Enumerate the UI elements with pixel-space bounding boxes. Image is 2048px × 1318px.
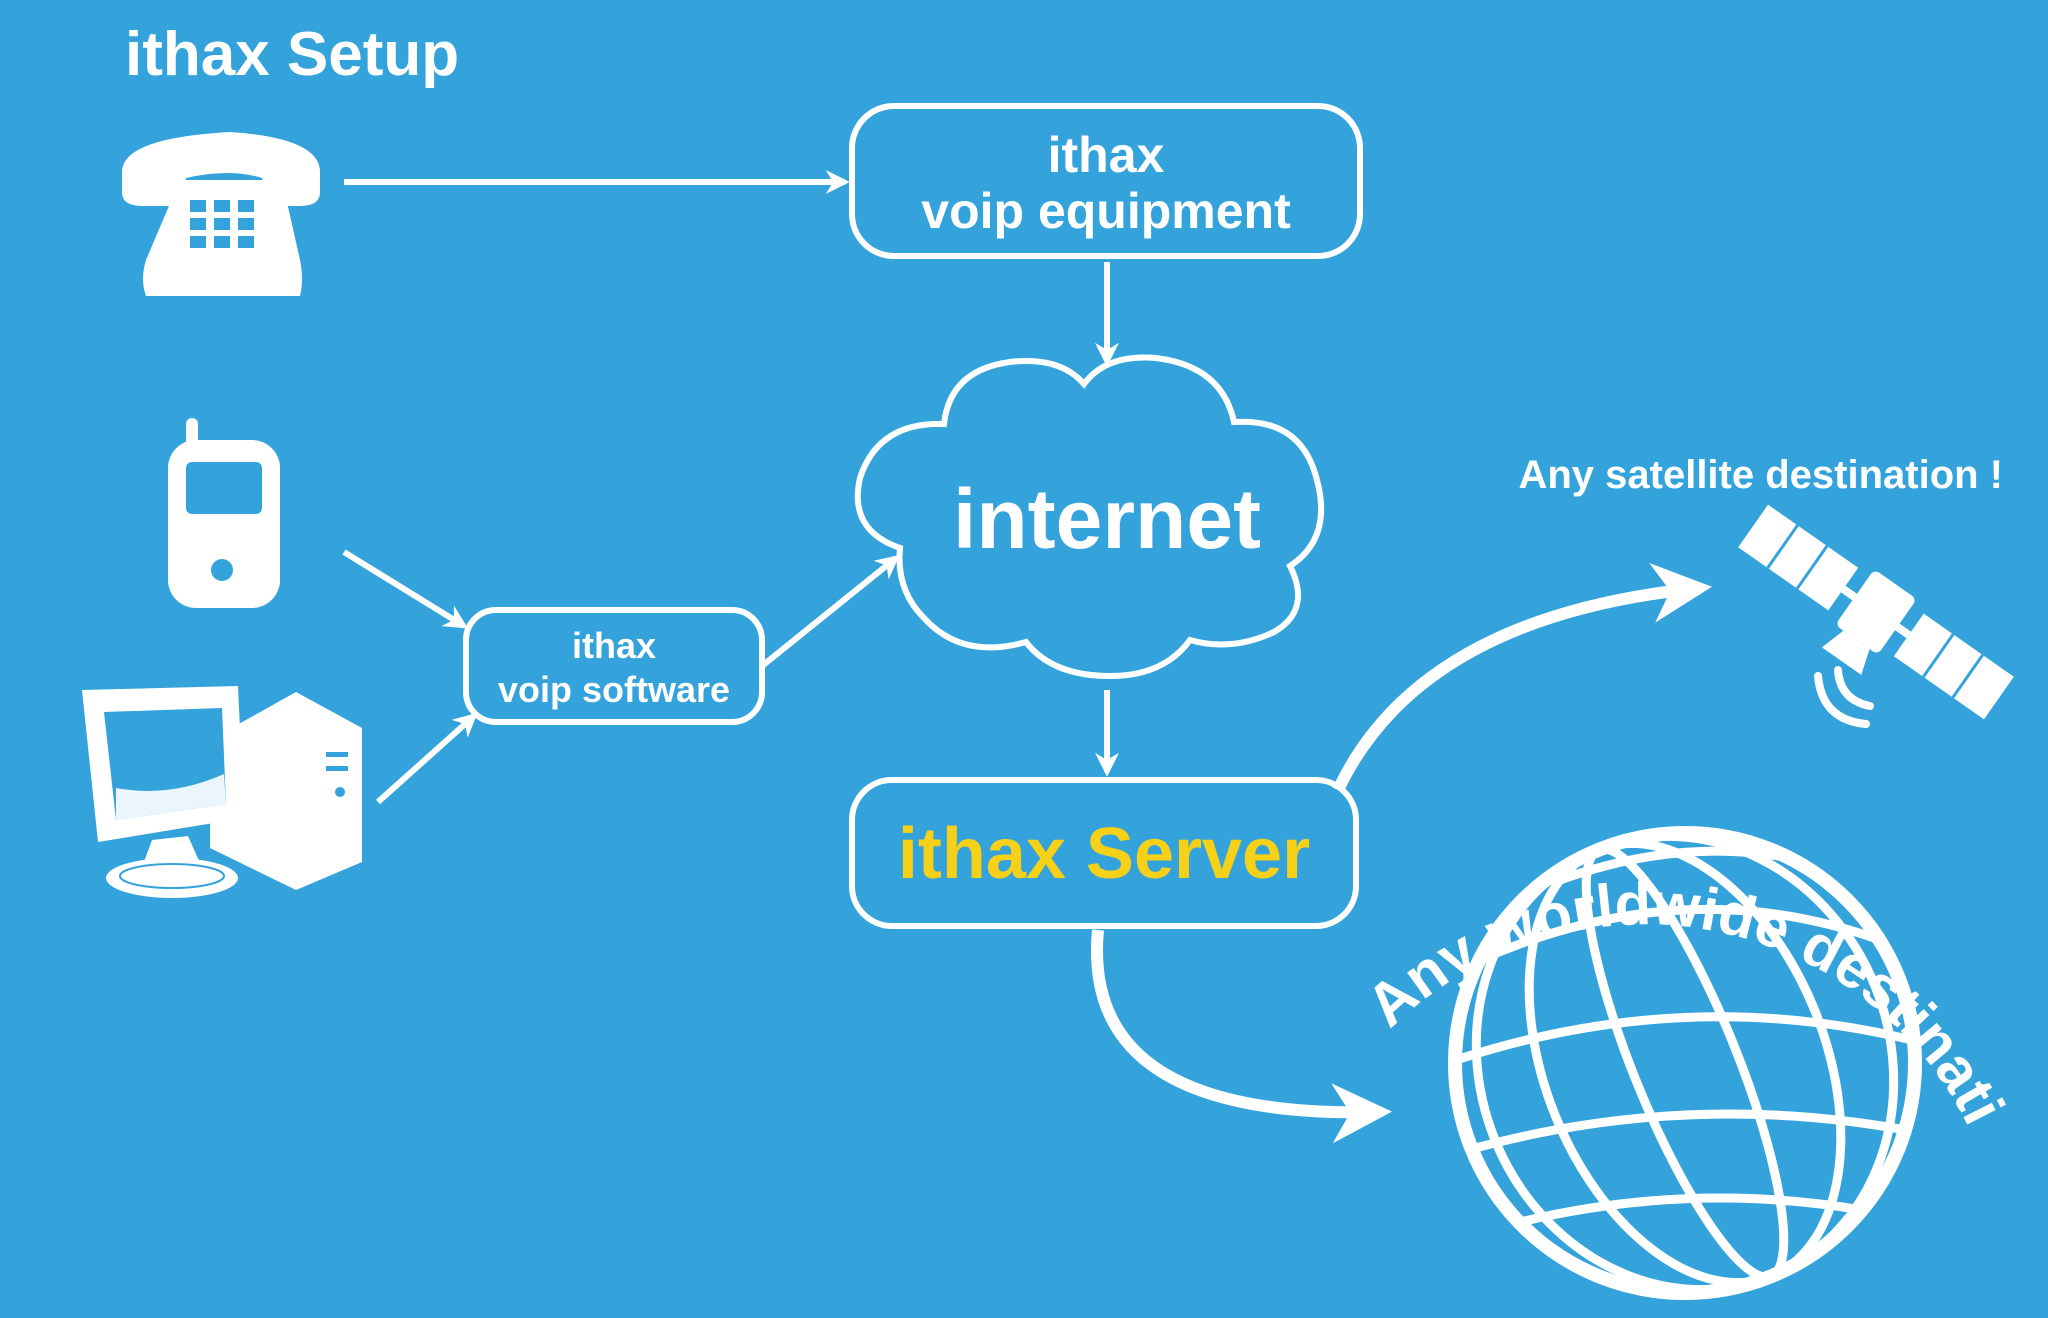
arrow-server-to-satellite <box>1332 562 1712 793</box>
connectors <box>342 170 1712 1144</box>
satellite-destination-label: Any satellite destination ! <box>1518 453 2003 497</box>
desktop-computer-icon <box>82 686 362 898</box>
voip-software-label-line1: ithax <box>572 625 656 666</box>
node-internet: internet <box>854 354 1325 680</box>
voip-software-label-line2: voip software <box>498 669 730 710</box>
node-ithax-server: ithax Server <box>849 777 1359 929</box>
internet-label: internet <box>953 472 1261 566</box>
voip-equipment-label-line2: voip equipment <box>921 183 1291 239</box>
arrow-server-to-worldwide <box>1091 929 1392 1144</box>
arrow-mobile-to-software <box>342 549 469 629</box>
satellite-icon <box>1738 504 2014 728</box>
mobile-phone-icon <box>168 418 280 608</box>
node-voip-software: ithax voip software <box>463 607 765 725</box>
arrow-software-to-internet <box>760 554 900 669</box>
node-voip-equipment: ithax voip equipment <box>849 103 1363 259</box>
globe-icon <box>1448 826 1922 1300</box>
arrow-computer-to-software <box>375 712 478 805</box>
diagram-title: ithax Setup <box>125 20 459 89</box>
voip-equipment-label-line1: ithax <box>1048 127 1165 183</box>
desk-phone-icon <box>122 132 320 296</box>
ithax-server-label: ithax Server <box>898 814 1310 894</box>
